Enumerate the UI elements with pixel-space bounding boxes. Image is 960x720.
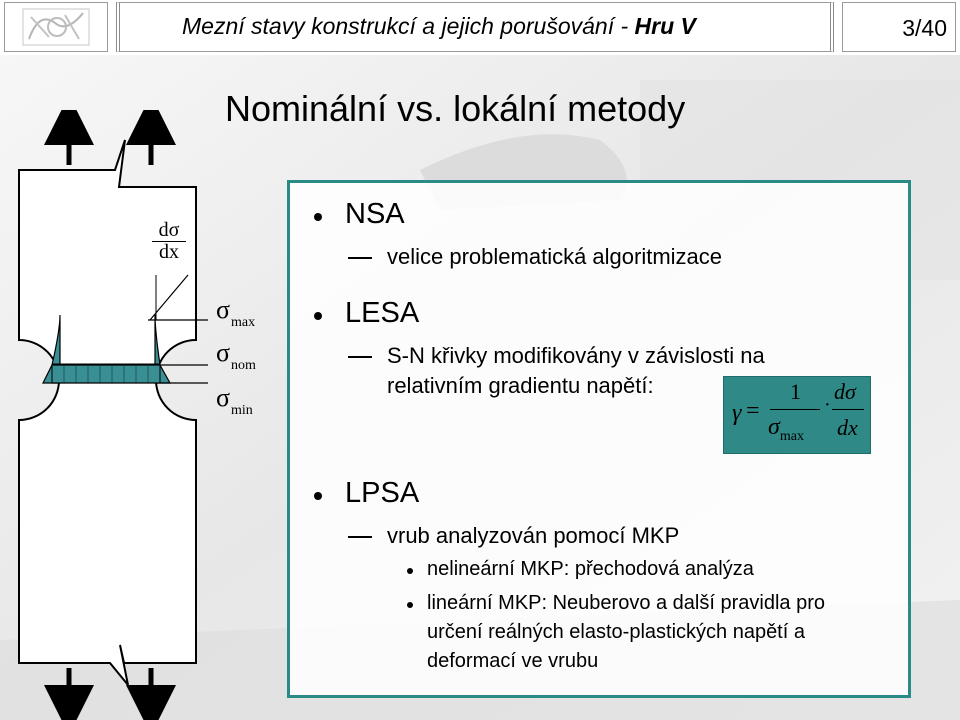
lpsa-description: vrub analyzován pomocí MKP: [387, 523, 680, 548]
sigma-nom-label: σnom: [216, 338, 256, 373]
method-nsa: NSA: [345, 198, 405, 230]
dash-lpsa: [348, 536, 372, 538]
bullet-nonlinear-fem: [407, 568, 413, 574]
linear-fem-text-line1: lineární MKP: Neuberovo a další pravidla…: [427, 592, 825, 614]
logo-box: [4, 2, 108, 52]
lesa-description-line1: S-N křivky modifikovány v závislosti na: [387, 343, 765, 368]
linear-fem-text-line3: deformací ve vrubu: [427, 650, 599, 672]
dash-lesa: [348, 356, 372, 358]
nsa-description: velice problematická algoritmizace: [387, 244, 723, 269]
stress-band: [51, 363, 161, 384]
method-lpsa: LPSA: [345, 477, 420, 509]
bullet-lesa: [314, 312, 322, 320]
page-number-box: 3/40: [842, 2, 956, 52]
bullet-lpsa: [314, 492, 322, 500]
nonlinear-fem-text: nelineární MKP: přechodová analýza: [427, 558, 754, 580]
sigma-min-label: σmin: [216, 383, 253, 418]
slide-title: Nominální vs. lokální metody: [225, 88, 686, 129]
linear-fem-text-line2: určení reálných elasto-plastických napět…: [427, 621, 805, 643]
method-lesa: LESA: [345, 297, 420, 329]
notched-specimen-diagram: [18, 110, 208, 720]
lesa-description-line2: relativním gradientu napětí:: [387, 373, 654, 398]
header-title-box: Mezní stavy konstrukcí a jejich porušová…: [116, 2, 834, 52]
stress-gradient-label: dσ dx: [152, 220, 186, 262]
bullet-nsa: [314, 213, 322, 221]
header-title: Mezní stavy konstrukcí a jejich porušová…: [182, 13, 696, 39]
bullet-linear-fem: [407, 602, 413, 608]
gradient-formula: γ = 1 σmax · dσ dx: [723, 376, 871, 454]
sigma-max-label: σmax: [216, 295, 256, 330]
page-number: 3/40: [902, 15, 947, 41]
dash-nsa: [348, 257, 372, 259]
content-panel: NSA velice problematická algoritmizace L…: [287, 180, 911, 698]
university-logo-icon: [22, 8, 90, 46]
